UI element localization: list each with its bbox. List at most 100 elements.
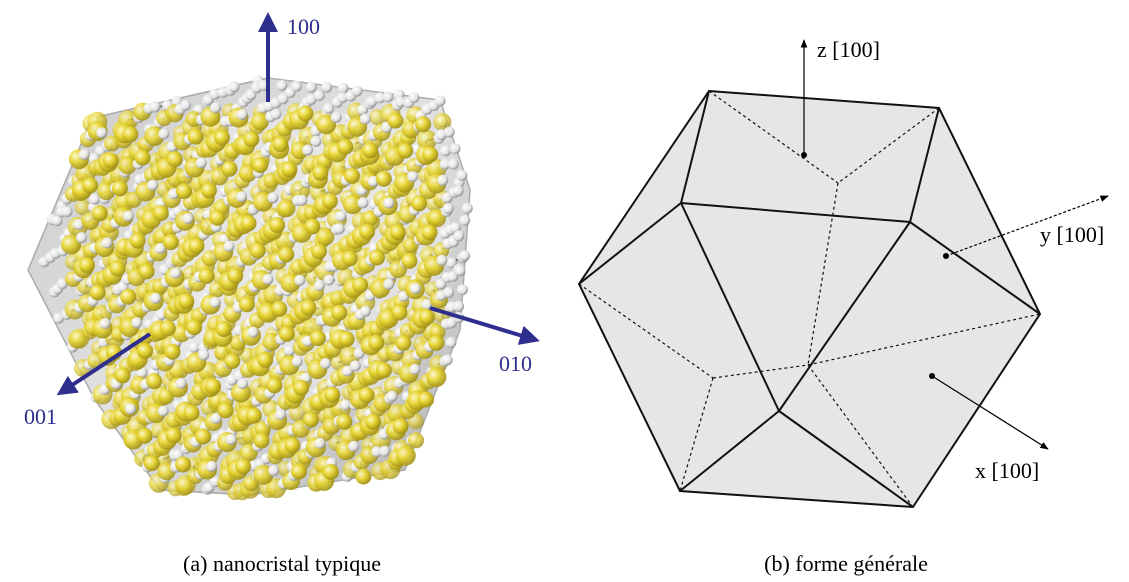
- hydrogen-atom: [337, 82, 349, 94]
- silicon-atom: [415, 116, 432, 133]
- hydrogen-atom: [366, 96, 378, 108]
- hydrogen-atom: [89, 193, 100, 205]
- silicon-atom: [102, 152, 119, 169]
- silicon-atom: [341, 250, 358, 267]
- silicon-atom: [297, 105, 314, 122]
- silicon-atom: [433, 113, 452, 131]
- hydrogen-atom: [209, 296, 221, 308]
- silicon-atom: [426, 367, 447, 388]
- hydrogen-atom: [99, 318, 111, 329]
- hydrogen-atom: [294, 274, 306, 286]
- silicon-atom: [215, 321, 232, 337]
- hydrogen-atom: [170, 267, 182, 279]
- silicon-atom: [118, 156, 137, 175]
- axis-x-arrow: [931, 375, 1049, 450]
- silicon-atom: [342, 194, 363, 215]
- hydrogen-atom: [383, 278, 395, 290]
- hydrogen-atom: [453, 230, 465, 242]
- hydrogen-atom: [76, 232, 88, 244]
- hydrogen-atom: [179, 99, 191, 111]
- hydrogen-atom: [456, 284, 468, 296]
- hydrogen-atom: [157, 405, 169, 417]
- silicon-atom: [224, 353, 241, 369]
- silicon-atom: [74, 199, 91, 216]
- silicon-atom: [82, 177, 99, 194]
- silicon-atom: [137, 342, 154, 359]
- silicon-atom: [324, 386, 341, 403]
- hydrogen-atom: [351, 85, 363, 97]
- silicon-atom: [175, 456, 192, 473]
- silicon-atom: [176, 183, 192, 200]
- hydrogen-atom: [459, 250, 471, 262]
- silicon-atom: [198, 268, 215, 284]
- axis-x-label: x [100]: [975, 458, 1039, 483]
- silicon-atom: [109, 260, 126, 277]
- silicon-atom: [365, 413, 381, 430]
- silicon-atom: [238, 296, 255, 313]
- silicon-atom: [368, 334, 385, 351]
- hydrogen-atom: [454, 265, 466, 277]
- hydrogen-atom: [310, 135, 322, 147]
- silicon-atom: [111, 180, 128, 197]
- hydrogen-atom: [323, 274, 335, 286]
- hydrogen-atom: [314, 437, 326, 449]
- hydrogen-atom: [267, 192, 279, 204]
- silicon-atom: [61, 234, 82, 255]
- hydrogen-atom: [409, 363, 421, 375]
- hydrogen-atom: [453, 300, 465, 312]
- hydrogen-atom: [150, 292, 162, 304]
- silicon-atom: [304, 218, 321, 235]
- silicon-atom: [245, 407, 262, 424]
- hydrogen-atom: [320, 358, 331, 369]
- silicon-atom: [195, 428, 212, 445]
- axis-001-label: 001: [24, 404, 57, 429]
- hydrogen-atom: [270, 108, 282, 120]
- silicon-atom: [338, 331, 355, 348]
- silicon-atom: [417, 130, 437, 150]
- hydrogen-atom: [158, 128, 170, 140]
- silicon-atom: [227, 267, 244, 284]
- hydrogen-atom: [333, 223, 345, 235]
- caption-b: (b) forme générale: [764, 551, 928, 576]
- silicon-atom: [162, 234, 179, 251]
- silicon-atom: [134, 149, 151, 166]
- silicon-atom: [122, 126, 139, 143]
- hydrogen-atom: [357, 197, 369, 209]
- silicon-atom: [205, 378, 222, 395]
- silicon-atom: [235, 458, 252, 475]
- silicon-atom: [217, 402, 234, 419]
- axis-z-label: z [100]: [817, 37, 880, 62]
- silicon-atom: [311, 243, 327, 260]
- hydrogen-atom: [131, 317, 143, 329]
- silicon-atom: [278, 325, 295, 342]
- silicon-atom: [159, 320, 176, 337]
- hydrogen-atom: [175, 377, 187, 389]
- silicon-atom: [428, 334, 445, 351]
- hydrogen-atom: [447, 158, 459, 170]
- hydrogen-atom: [305, 94, 317, 106]
- silicon-atom: [352, 277, 369, 293]
- silicon-atom: [129, 232, 146, 249]
- hydrogen-atom: [442, 203, 454, 214]
- hydrogen-atom: [436, 254, 448, 266]
- silicon-atom: [114, 367, 131, 384]
- silicon-atom: [252, 157, 269, 174]
- silicon-atom: [277, 199, 296, 218]
- hydrogen-atom: [276, 80, 288, 91]
- silicon-atom: [418, 391, 434, 408]
- silicon-atom: [316, 227, 335, 246]
- hydrogen-atom: [382, 91, 394, 103]
- axis-y-label: y [100]: [1040, 222, 1104, 247]
- silicon-atom: [172, 324, 191, 343]
- silicon-atom: [395, 334, 412, 351]
- axis-y-arrow: [945, 195, 1109, 257]
- silicon-atom: [164, 343, 181, 360]
- hydrogen-atom: [408, 92, 420, 104]
- hydrogen-atom: [206, 460, 218, 472]
- silicon-atom: [183, 404, 200, 421]
- axis-001-arrow: [56, 332, 152, 396]
- silicon-atom: [359, 223, 376, 240]
- hydrogen-atom: [302, 144, 314, 156]
- silicon-atom: [321, 193, 338, 210]
